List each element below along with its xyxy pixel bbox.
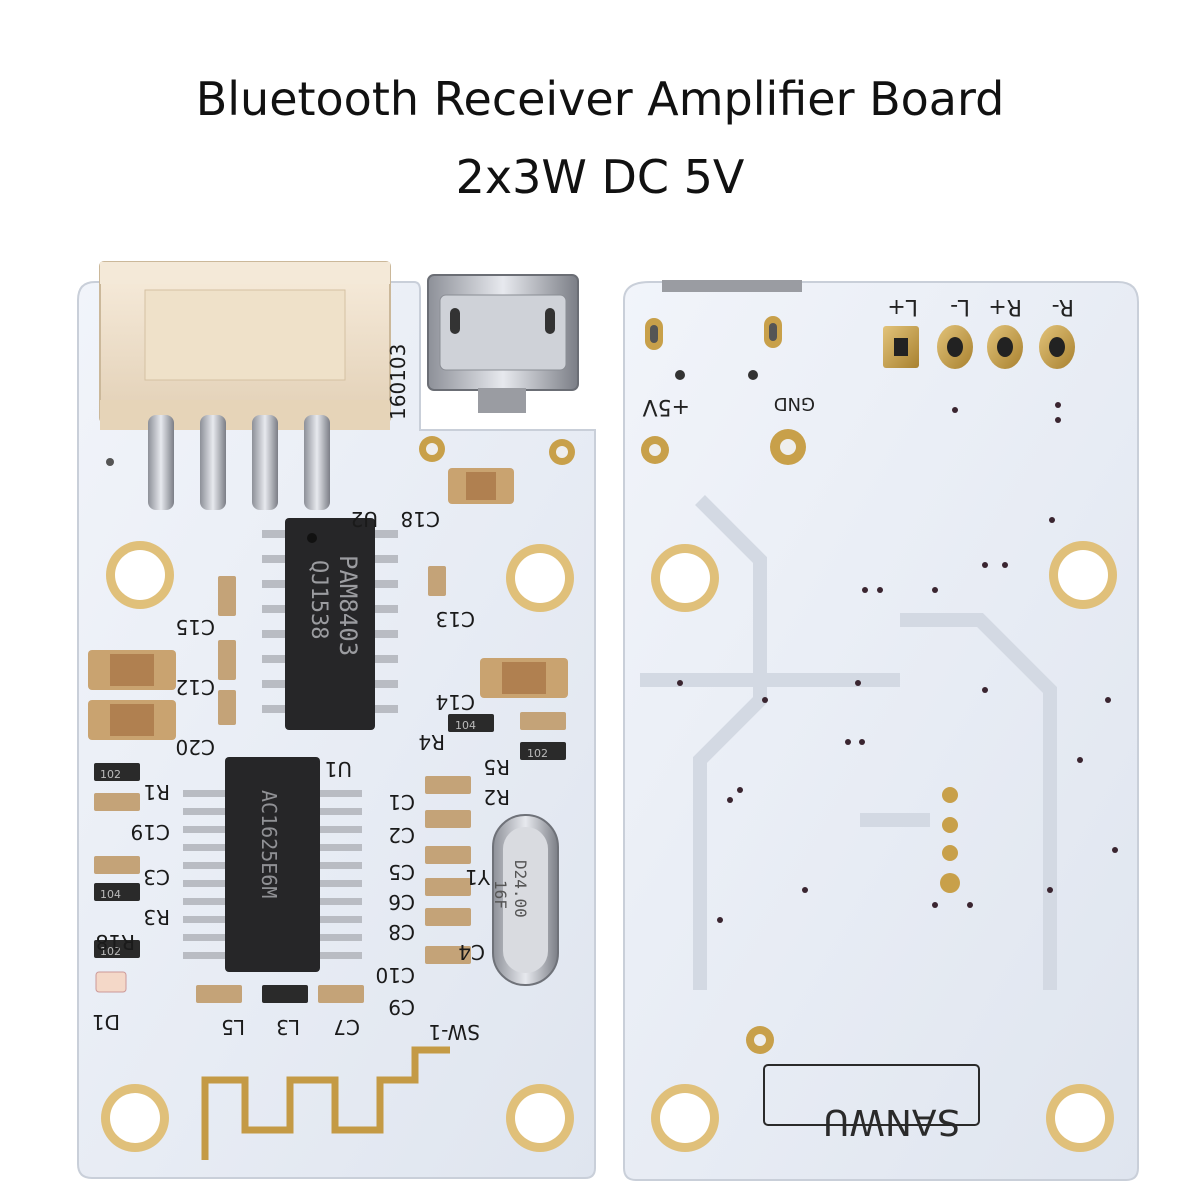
- svg-text:C18: C18: [401, 507, 440, 531]
- svg-text:C8: C8: [388, 920, 415, 944]
- svg-text:C2: C2: [388, 823, 415, 847]
- svg-text:C12: C12: [176, 675, 215, 699]
- pad-label-r-plus: R+: [988, 294, 1022, 319]
- chip-marking-u2: PAM8403: [334, 555, 362, 656]
- svg-text:D1: D1: [92, 1010, 120, 1034]
- svg-text:U2: U2: [351, 507, 378, 531]
- svg-text:R3: R3: [143, 905, 170, 929]
- amplifier-chip: PAM8403 QJ1538: [262, 518, 398, 730]
- chip-marking-u1: AC1625E6M: [257, 790, 281, 898]
- pad-label-r-minus: R-: [1052, 294, 1074, 319]
- audio-connector: [99, 261, 391, 510]
- gnd-label: GND: [774, 393, 815, 414]
- mounting-hole: [101, 1084, 169, 1152]
- svg-text:R1: R1: [143, 780, 170, 804]
- svg-text:Y1: Y1: [465, 865, 491, 889]
- led: [95, 971, 127, 993]
- capacitor: [88, 700, 176, 740]
- mounting-hole: [1049, 541, 1117, 609]
- pad-label-l-plus: L+: [887, 294, 918, 319]
- resistor-value: 102: [100, 768, 121, 781]
- mounting-hole: [651, 544, 719, 612]
- mounting-hole: [506, 1084, 574, 1152]
- svg-text:L5: L5: [221, 1015, 245, 1039]
- svg-text:R4: R4: [418, 730, 445, 754]
- svg-text:U1: U1: [325, 757, 352, 781]
- mounting-hole: [106, 541, 174, 609]
- chip-code-u2: QJ1538: [306, 560, 331, 639]
- date-code: 160103: [386, 344, 410, 420]
- svg-text:C14: C14: [436, 690, 475, 714]
- power-label: +5V: [643, 394, 690, 419]
- crystal-frequency: D24.00: [511, 860, 530, 918]
- product-title: Bluetooth Receiver Amplifier Board: [195, 72, 1005, 126]
- svg-text:C15: C15: [176, 615, 215, 639]
- resistor-value: 104: [100, 888, 121, 901]
- product-specs: 2x3W DC 5V: [455, 150, 745, 204]
- brand-logo: SANWU: [763, 1064, 980, 1142]
- speaker-pads: [883, 325, 1075, 369]
- svg-text:C9: C9: [388, 995, 415, 1019]
- svg-text:C6: C6: [388, 890, 415, 914]
- capacitor: [88, 650, 176, 690]
- svg-text:C1: C1: [388, 790, 415, 814]
- svg-text:C5: C5: [388, 860, 415, 884]
- mounting-hole: [1046, 1084, 1114, 1152]
- bluetooth-chip: AC1625E6M: [183, 757, 362, 972]
- svg-text:C4: C4: [458, 940, 485, 964]
- svg-text:R2: R2: [483, 785, 510, 809]
- svg-text:R5: R5: [483, 755, 510, 779]
- svg-text:L3: L3: [276, 1015, 300, 1039]
- resistor-value: 102: [100, 945, 121, 958]
- crystal-oscillator: D24.00 16F: [491, 814, 559, 986]
- mounting-hole: [506, 544, 574, 612]
- front-board: PAM8403 QJ1538 AC1625E6M: [77, 261, 596, 1179]
- svg-text:C10: C10: [376, 963, 415, 987]
- svg-text:C3: C3: [143, 865, 170, 889]
- micro-usb-port: [427, 274, 579, 413]
- svg-text:C20: C20: [176, 735, 215, 759]
- svg-text:R18: R18: [96, 930, 135, 954]
- brand-name: SANWU: [823, 1101, 960, 1142]
- crystal-code: 16F: [491, 880, 510, 909]
- capacitor: [448, 468, 514, 504]
- svg-text:C13: C13: [436, 607, 475, 631]
- mounting-hole: [651, 1084, 719, 1152]
- svg-text:SW-1: SW-1: [428, 1020, 480, 1044]
- svg-text:C19: C19: [131, 820, 170, 844]
- resistor-value: 102: [527, 747, 548, 760]
- silkscreen-labels: 160103 U2 C18 C15 C13 C12 C14 C20 R4 U1 …: [92, 344, 510, 1044]
- svg-text:C7: C7: [333, 1015, 360, 1039]
- pad-label-l-minus: L-: [950, 294, 970, 319]
- back-board: L+ L- R+ R- +5V GND: [623, 280, 1139, 1181]
- capacitor: [480, 658, 568, 698]
- resistor-value: 104: [455, 719, 476, 732]
